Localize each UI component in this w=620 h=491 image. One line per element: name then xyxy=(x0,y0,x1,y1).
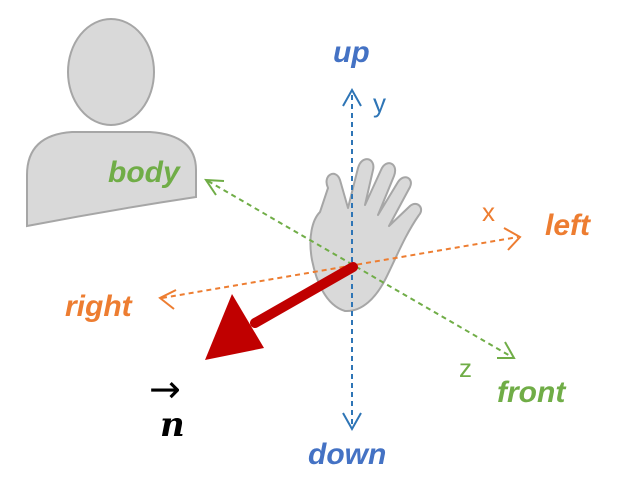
vector-arrow-symbol: → xyxy=(149,367,181,411)
label-up: up xyxy=(333,36,370,69)
depth-axis xyxy=(204,178,516,359)
hand-icon xyxy=(309,158,423,313)
label-down: down xyxy=(308,438,387,471)
label-body: body xyxy=(108,156,180,189)
vertical-axis xyxy=(342,87,362,432)
axis-z-label: z xyxy=(459,353,472,383)
horizontal-axis xyxy=(158,227,522,310)
axis-x-label: x xyxy=(482,197,495,227)
label-right: right xyxy=(65,290,132,323)
axis-y-label: y xyxy=(373,88,386,118)
person-icon xyxy=(26,18,197,228)
normal-symbol: n xyxy=(160,405,185,445)
label-left: left xyxy=(545,209,590,242)
label-front: front xyxy=(497,376,566,409)
normal-arrow xyxy=(205,262,358,360)
